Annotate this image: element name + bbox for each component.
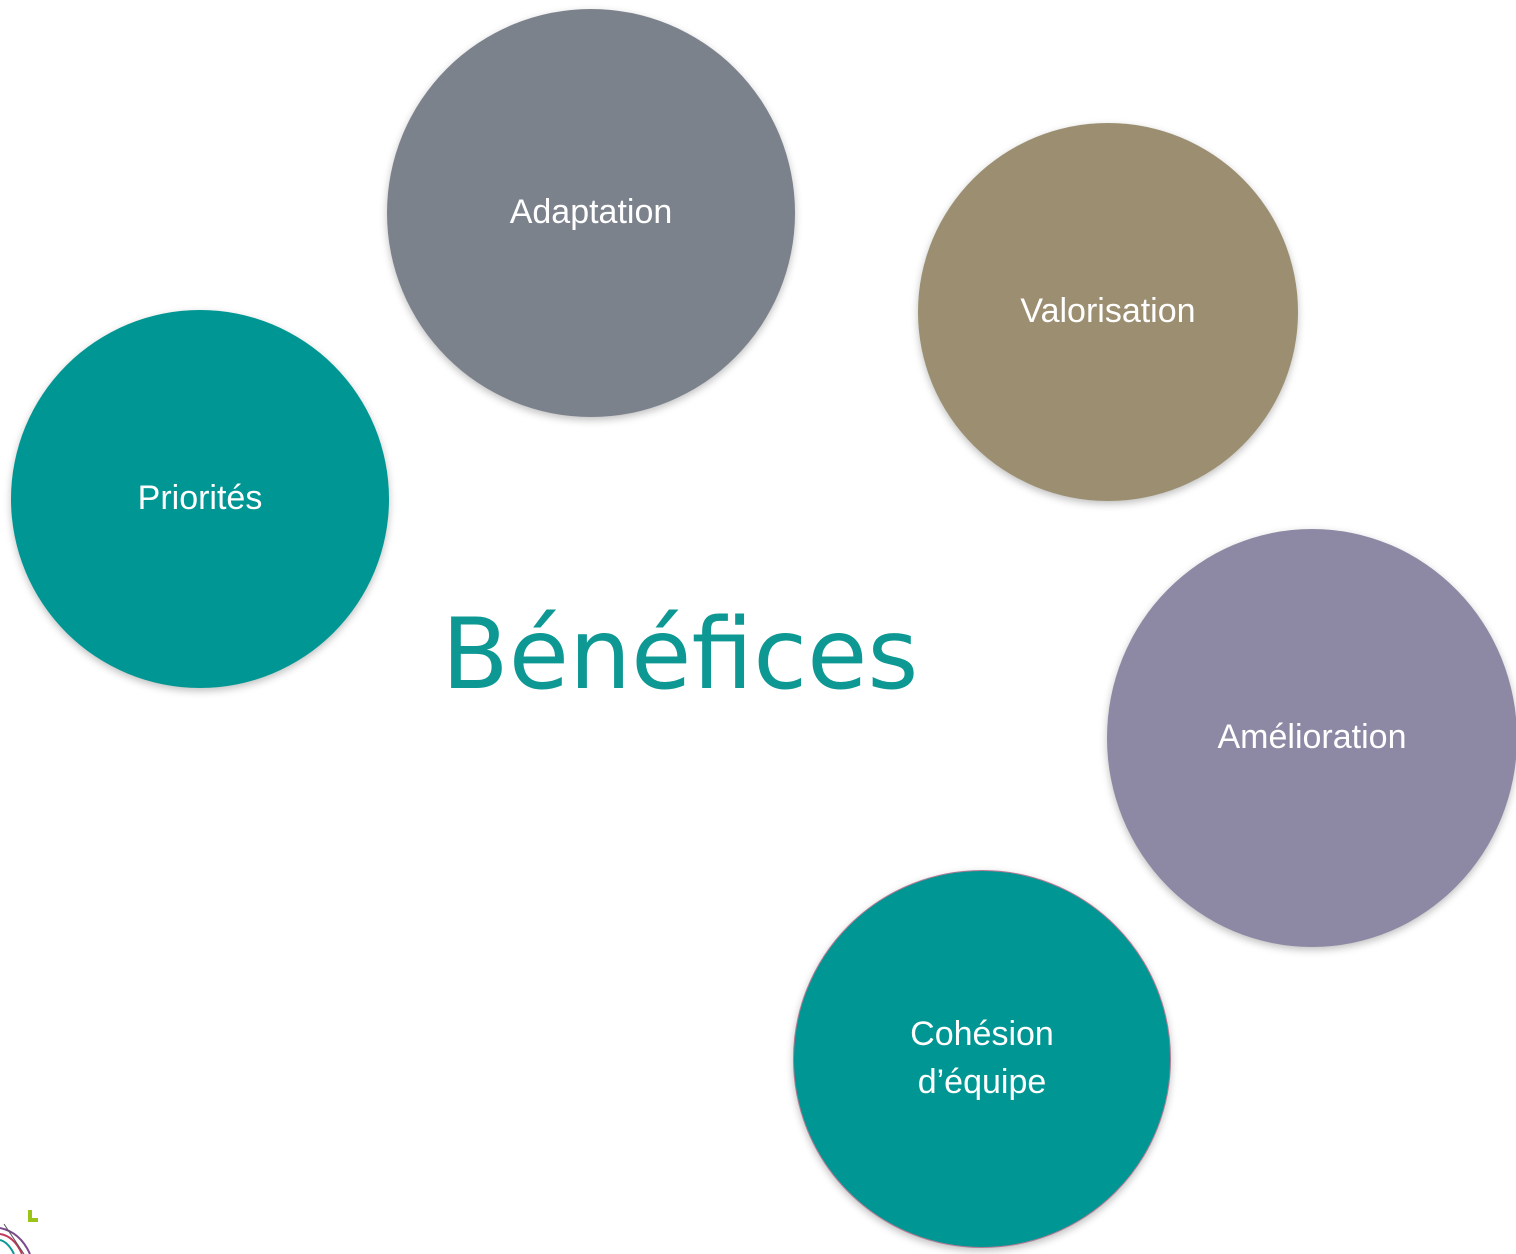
circle-cohesion-equipe: Cohésion d’équipe: [793, 870, 1171, 1248]
circle-label-cohesion-equipe: Cohésion d’équipe: [910, 1015, 1054, 1101]
circle-label-amelioration: Amélioration: [1217, 718, 1407, 757]
circle-valorisation: Valorisation: [918, 123, 1298, 501]
circle-label-priorites: Priorités: [137, 479, 263, 518]
circle-adaptation: Adaptation: [387, 9, 795, 417]
corner-logo-icon: [0, 1210, 38, 1254]
circle-amelioration: Amélioration: [1107, 529, 1516, 947]
circle-label-valorisation: Valorisation: [1020, 292, 1196, 331]
circle-label-adaptation: Adaptation: [509, 193, 673, 232]
diagram-title: Bénéfices: [441, 598, 919, 712]
circle-priorites: Priorités: [11, 310, 389, 688]
